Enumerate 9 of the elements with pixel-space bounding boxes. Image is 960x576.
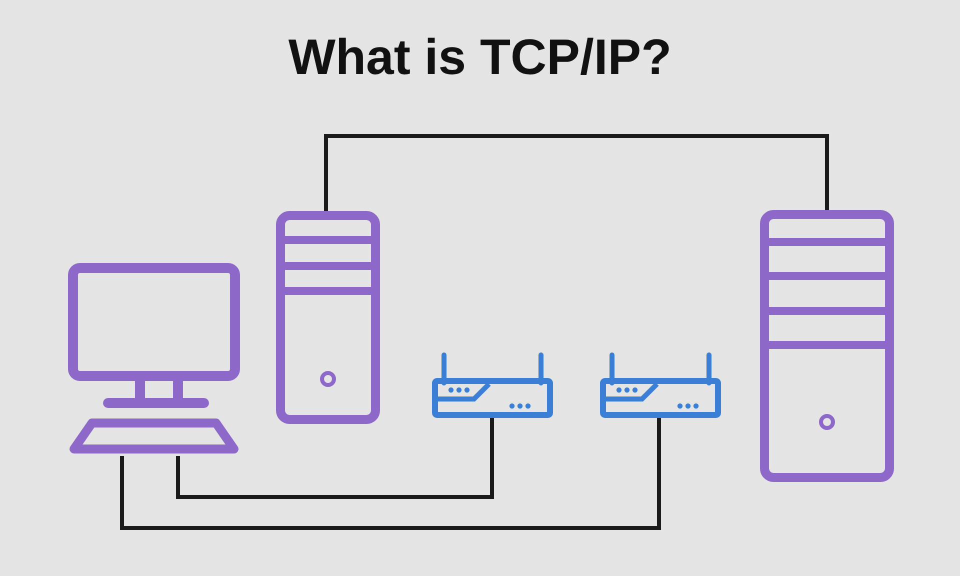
connector-line	[120, 418, 661, 530]
server-tower-icon	[760, 210, 894, 482]
router-icon	[432, 355, 553, 418]
desktop-computer-icon	[68, 263, 240, 456]
connector-line	[176, 418, 494, 499]
title: What is TCP/IP?	[288, 28, 672, 86]
router-icon	[600, 355, 721, 418]
connector-line	[324, 134, 829, 211]
server-tower-icon	[276, 211, 380, 424]
